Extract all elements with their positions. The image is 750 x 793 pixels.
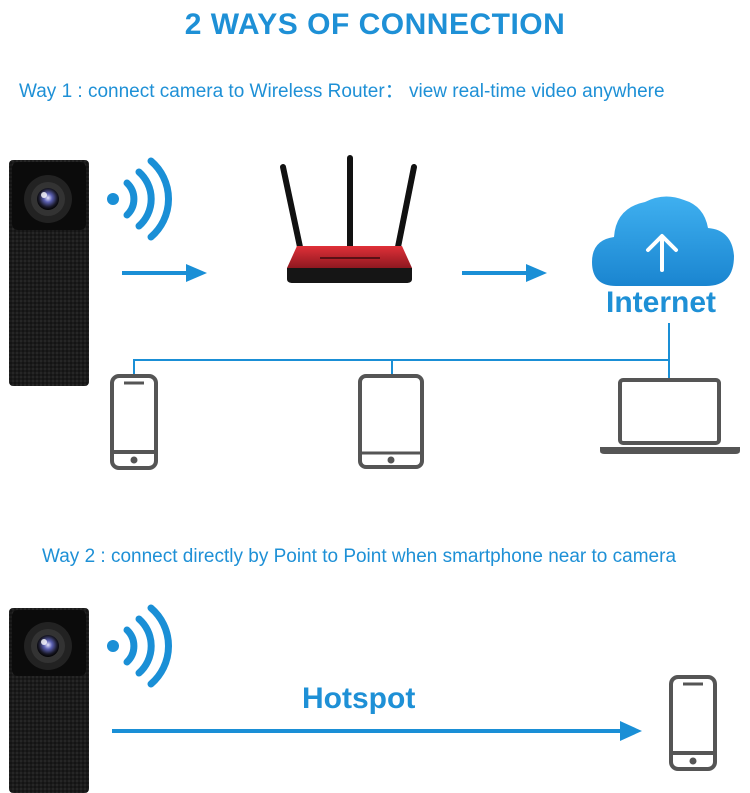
cloud-upload-icon xyxy=(592,196,734,286)
tablet-icon xyxy=(358,374,424,469)
hotspot-label: Hotspot xyxy=(302,682,416,715)
smartphone-icon xyxy=(110,374,158,470)
device-connection-lines xyxy=(133,323,670,378)
arrow-router-to-cloud xyxy=(462,264,547,282)
internet-label: Internet xyxy=(606,286,717,319)
wifi-signal-icon xyxy=(107,604,172,688)
camera-module-icon xyxy=(9,608,89,793)
way1-caption: Way 1 : connect camera to Wireless Route… xyxy=(19,81,665,102)
arrow-camera-to-router xyxy=(122,264,207,282)
way2-caption: Way 2 : connect directly by Point to Poi… xyxy=(42,546,677,567)
page-title: 2 WAYS OF CONNECTION xyxy=(184,8,566,41)
laptop-icon xyxy=(600,378,740,454)
hotspot-arrow xyxy=(112,721,642,741)
wifi-signal-icon xyxy=(107,157,172,241)
camera-module-icon xyxy=(9,160,89,386)
router-icon xyxy=(280,155,417,283)
smartphone-icon xyxy=(669,675,717,771)
